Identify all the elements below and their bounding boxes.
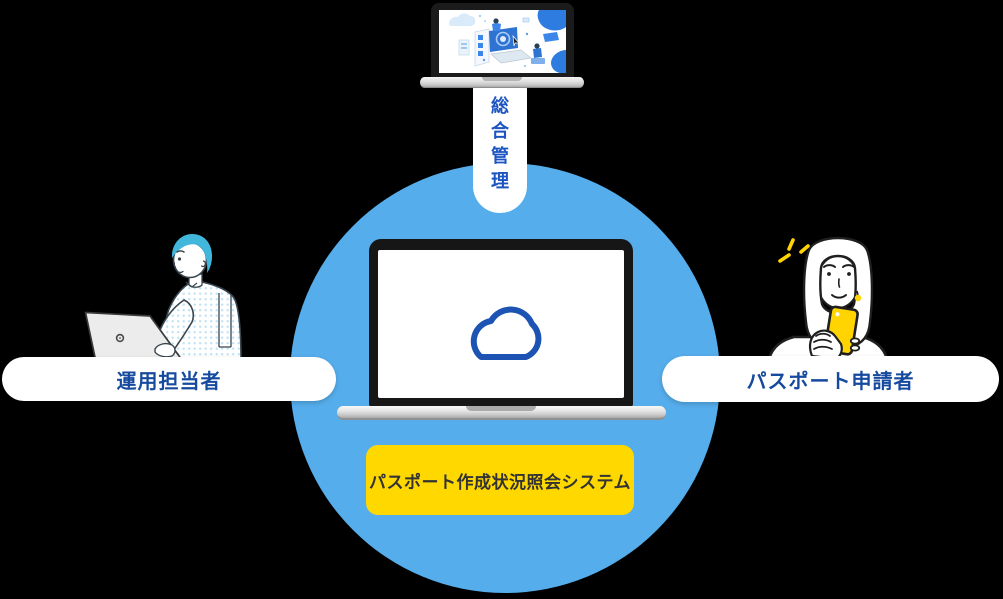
operator-label: 運用担当者 (116, 370, 222, 393)
admin-laptop-base (420, 77, 584, 88)
connector-pill: 総 合 管 理 (473, 85, 527, 213)
sparkle-icon (778, 238, 810, 263)
system-badge-label: パスポート作成状況照会システム (369, 472, 631, 492)
applicant-label: パスポート申請者 (746, 370, 915, 393)
system-badge: パスポート作成状況照会システム (366, 445, 634, 515)
operator-figure-icon (84, 234, 242, 375)
central-laptop-base (337, 406, 666, 420)
applicant-label-pill: パスポート申請者 (662, 356, 999, 402)
connector-label-char: 合 (491, 121, 509, 141)
connector-label-char: 管 (491, 146, 509, 166)
admin-laptop (431, 3, 574, 79)
operator-label-pill: 運用担当者 (2, 357, 336, 401)
admin-screen-illustration-icon (439, 10, 566, 73)
central-laptop-notch (466, 406, 536, 411)
connector-label-char: 理 (491, 171, 509, 191)
connector-label-char: 総 (491, 96, 509, 116)
admin-laptop-notch (482, 77, 522, 81)
admin-laptop-screen (439, 10, 566, 73)
cloud-icon (470, 306, 542, 360)
central-laptop-screen (378, 250, 624, 398)
central-laptop (369, 239, 633, 407)
